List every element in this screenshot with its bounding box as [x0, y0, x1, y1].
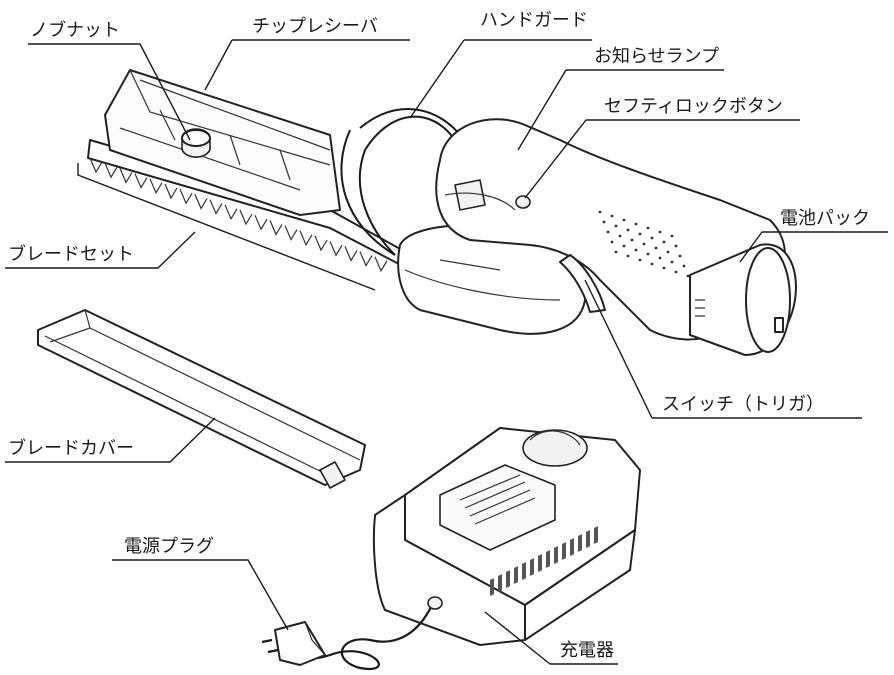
- grip-dot: [630, 238, 634, 242]
- label-knob-nut: ノブナット: [30, 20, 120, 41]
- grip-dot: [610, 214, 614, 218]
- grip-dot: [622, 244, 626, 248]
- grip-dot: [634, 248, 638, 252]
- vent-slot: [578, 534, 582, 553]
- vent-slot: [514, 566, 518, 585]
- label-blade-set: ブレードセット: [8, 244, 134, 265]
- hand-guard-drawing: [340, 115, 456, 256]
- grip-dot: [598, 210, 602, 214]
- charger-drawing: [289, 427, 641, 671]
- grip-dot: [646, 252, 650, 256]
- grip-texture: [598, 210, 690, 278]
- grip-dot: [658, 256, 662, 260]
- grip-dot: [674, 270, 678, 274]
- vent-slot: [562, 542, 566, 561]
- label-battery-pack: 電池パック: [780, 208, 870, 229]
- vent-slot: [594, 526, 598, 545]
- label-charger: 充電器: [560, 640, 614, 661]
- charger-vents: [490, 526, 598, 597]
- grip-dot: [678, 254, 682, 258]
- grip-dot: [674, 244, 678, 248]
- vent-slot: [538, 554, 542, 572]
- hedge-trimmer-drawing: [87, 69, 797, 356]
- grip-dot: [666, 250, 670, 254]
- grip-dot: [650, 262, 654, 266]
- blade-cover-drawing: [37, 309, 366, 489]
- vent-slot: [530, 558, 534, 576]
- grip-dot: [638, 232, 642, 236]
- label-hand-guard: ハンドガード: [480, 10, 588, 31]
- grip-dot: [626, 228, 630, 232]
- power-plug-drawing: [261, 621, 326, 666]
- grip-dot: [642, 242, 646, 246]
- vent-slot: [586, 530, 590, 548]
- vent-slot: [522, 562, 526, 581]
- chip-receiver-drawing: [104, 69, 341, 216]
- grip-dot: [670, 260, 674, 264]
- grip-dot: [602, 220, 606, 224]
- grip-dot: [670, 234, 674, 238]
- grip-dot: [662, 266, 666, 270]
- grip-dot: [682, 264, 686, 268]
- vent-slot: [554, 546, 558, 565]
- safety-lock-button-drawing: [515, 195, 531, 209]
- grip-dot: [618, 234, 622, 238]
- label-blade-cover: ブレードカバー: [8, 438, 134, 459]
- grip-dot: [634, 222, 638, 226]
- grip-dot: [614, 250, 618, 254]
- label-power-plug: 電源プラグ: [124, 536, 214, 557]
- grip-dot: [658, 230, 662, 234]
- label-chip-receiver: チップレシーバ: [252, 16, 378, 37]
- battery-pack-drawing: [689, 243, 797, 356]
- label-safety-lock-button: セフティロックボタン: [604, 96, 783, 117]
- vent-slot: [570, 538, 574, 557]
- vent-slot: [498, 574, 502, 593]
- grip-dot: [646, 226, 650, 230]
- vent-slot: [490, 578, 494, 597]
- grip-dot: [606, 230, 610, 234]
- grip-dot: [686, 274, 690, 278]
- grip-dot: [662, 240, 666, 244]
- vent-slot: [506, 570, 510, 588]
- label-switch-trigger: スイッチ（トリガ）: [662, 394, 824, 415]
- grip-dot: [638, 258, 642, 262]
- grip-dot: [650, 236, 654, 240]
- grip-dot: [614, 224, 618, 228]
- label-indicator-lamp: お知らせランプ: [594, 46, 720, 67]
- grip-dot: [654, 246, 658, 250]
- vent-slot: [546, 550, 550, 569]
- grip-dot: [622, 218, 626, 222]
- leader-lines: [5, 39, 888, 665]
- grip-dot: [626, 254, 630, 258]
- grip-dot: [610, 240, 614, 244]
